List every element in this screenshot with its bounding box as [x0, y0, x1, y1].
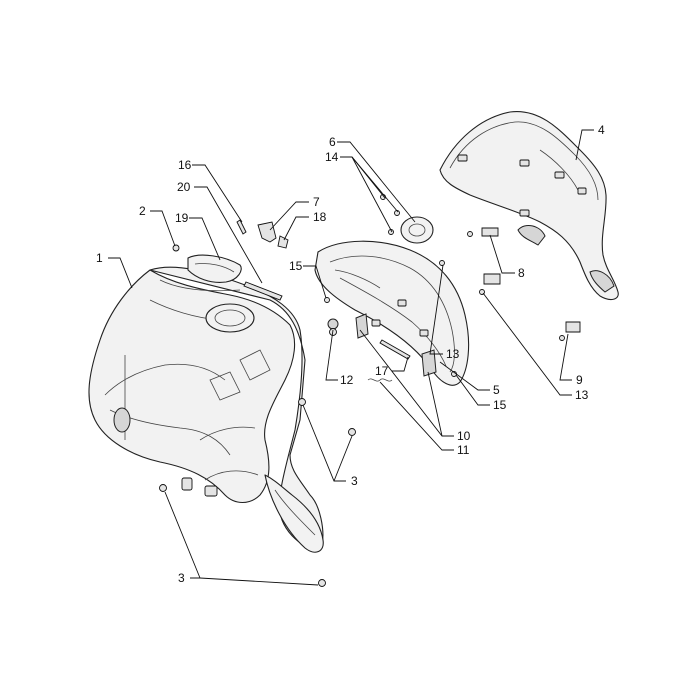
part-16-pin [236, 219, 247, 235]
part-number-labels: 1 2 19 20 16 7 18 15 12 6 14 4 8 9 13 13… [96, 123, 605, 585]
label-20: 20 [177, 180, 191, 194]
part-18-nut [277, 235, 289, 249]
label-12: 12 [340, 373, 354, 387]
label-17: 17 [375, 364, 389, 378]
label-13-mid: 13 [446, 347, 460, 361]
label-3-bottom: 3 [178, 571, 185, 585]
part-9-clip [565, 321, 581, 333]
part-17-rod [379, 339, 411, 360]
part-2-screw [172, 244, 180, 252]
label-4: 4 [598, 123, 605, 137]
label-7: 7 [313, 195, 320, 209]
label-10: 10 [457, 429, 471, 443]
part-19-trim [187, 254, 242, 283]
part-5-inner-frame [314, 240, 470, 386]
part-1-rear-shield [88, 266, 324, 553]
part-3-clips [159, 398, 356, 587]
label-15-mid: 15 [493, 398, 507, 412]
part-4-front-shield [439, 111, 619, 301]
label-8: 8 [518, 266, 525, 280]
label-11: 11 [457, 443, 470, 457]
label-19: 19 [175, 211, 189, 225]
part-8-clip [481, 227, 501, 285]
label-9: 9 [576, 373, 583, 387]
part-20-strip [243, 281, 283, 301]
part-6-round-cover [400, 216, 434, 244]
leader-lines [108, 129, 594, 586]
label-14: 14 [325, 150, 339, 164]
label-1: 1 [96, 251, 103, 265]
label-2: 2 [139, 204, 146, 218]
part-10-latches [355, 313, 437, 377]
label-16: 16 [178, 158, 192, 172]
part-11-spring [367, 378, 393, 382]
label-15-top: 15 [289, 259, 303, 273]
label-13-right: 13 [575, 388, 589, 402]
label-18: 18 [313, 210, 327, 224]
label-3-mid: 3 [351, 474, 358, 488]
label-5: 5 [493, 383, 500, 397]
label-6: 6 [329, 135, 336, 149]
part-7-bracket [257, 221, 277, 243]
